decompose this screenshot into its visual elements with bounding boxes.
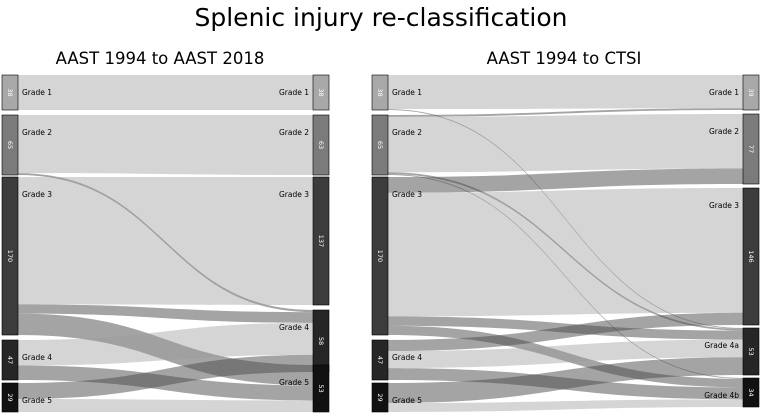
- flow-grade-2-to-grade-4a: [388, 172, 743, 331]
- left-node-grade-5: [371, 382, 389, 413]
- nodes: 38 Grade 1 65 Grade 2 170 Grade 3 47 Grade 4 29 G…: [371, 74, 760, 413]
- right-node-grade-5: [312, 364, 330, 413]
- left-node-label-grade-1: Grade 1: [22, 88, 52, 97]
- flow-grade-5-to-grade-4a: [388, 357, 743, 403]
- flow-grade-4-to-grade-3: [388, 312, 743, 352]
- left-node-grade-2: [371, 114, 389, 176]
- right-node-label-grade-3: Grade 3: [279, 190, 309, 199]
- flow-grade-5-to-grade-5: [18, 399, 313, 412]
- left-node-label-grade-2: Grade 2: [392, 128, 422, 137]
- flows: [18, 75, 313, 412]
- left-node-label-grade-1: Grade 1: [392, 88, 422, 97]
- left-node-grade-4: [371, 339, 389, 381]
- right-node-label-grade-3: Grade 3: [709, 201, 739, 210]
- left-node-grade-1: [371, 74, 389, 111]
- left-node-grade-3: [371, 176, 389, 336]
- flow-grade-2-to-grade-2: [18, 115, 313, 175]
- left-node-value-grade-2: 65: [6, 141, 14, 149]
- left-node-label-grade-5: Grade 5: [22, 396, 52, 405]
- right-node-grade-4b: [742, 377, 760, 408]
- flow-grade-2-to-grade-2: [388, 114, 743, 173]
- left-node-value-grade-3: 170: [6, 250, 14, 262]
- left-node-value-grade-4: 47: [6, 356, 14, 364]
- left-node-value-grade-1: 38: [6, 88, 14, 96]
- right-node-label-grade-5: Grade 5: [279, 378, 309, 387]
- left-node-label-grade-2: Grade 2: [22, 128, 52, 137]
- left-node-value-grade-1: 38: [376, 88, 384, 96]
- left-node-value-grade-5: 29: [376, 393, 384, 401]
- panel-title-aast2018: AAST 1994 to AAST 2018: [56, 49, 265, 68]
- sankey-panel-ctsi: 38 Grade 1 65 Grade 2 170 Grade 3 47 Grade 4 29 G…: [371, 74, 760, 413]
- flow-grade-2-to-grade-1: [388, 108, 743, 117]
- left-node-label-grade-5: Grade 5: [392, 396, 422, 405]
- flow-grade-1-to-grade-1: [388, 75, 743, 110]
- right-node-grade-4a: [742, 327, 760, 376]
- right-node-value-grade-4a: 53: [747, 347, 755, 355]
- right-node-value-grade-3: 146: [747, 250, 755, 262]
- right-node-grade-2: [742, 113, 760, 185]
- left-node-value-grade-4: 47: [376, 356, 384, 364]
- right-node-label-grade-1: Grade 1: [279, 88, 309, 97]
- right-node-value-grade-1: 39: [747, 88, 755, 96]
- flow-grade-3-to-grade-4b: [388, 325, 743, 388]
- flow-grade-4-to-grade-4a: [388, 339, 743, 369]
- flow-grade-2-to-grade-4: [18, 173, 313, 313]
- right-node-grade-3: [312, 176, 330, 306]
- right-node-value-grade-3: 137: [317, 235, 325, 247]
- right-node-label-grade-1: Grade 1: [709, 88, 739, 97]
- flow-grade-3-to-grade-2: [388, 168, 743, 193]
- flow-grade-4-to-grade-4: [18, 322, 313, 366]
- right-node-label-grade-2: Grade 2: [279, 128, 309, 137]
- left-node-grade-5: [1, 382, 19, 413]
- flow-grade-5-to-grade-4b: [388, 399, 743, 412]
- right-node-label-grade-2: Grade 2: [709, 127, 739, 136]
- right-node-value-grade-4: 58: [317, 337, 325, 345]
- left-node-value-grade-3: 170: [376, 250, 384, 262]
- right-node-grade-2: [312, 114, 330, 176]
- nodes: 38 Grade 1 65 Grade 2 170 Grade 3 47 Grade 4 29 G…: [1, 74, 330, 413]
- flow-grade-5-to-grade-4: [18, 354, 313, 399]
- right-node-grade-3: [742, 187, 760, 326]
- flow-grade-3-to-grade-3: [388, 188, 743, 317]
- left-node-label-grade-4: Grade 4: [392, 353, 422, 362]
- flows: [388, 75, 743, 412]
- flow-grade-1-to-grade-1: [18, 75, 313, 110]
- flow-grade-3-to-grade-4: [18, 304, 313, 323]
- figure-title: Splenic injury re-classification: [195, 3, 568, 32]
- left-node-grade-2: [1, 114, 19, 176]
- left-node-grade-1: [1, 74, 19, 111]
- left-node-grade-4: [1, 339, 19, 381]
- right-node-value-grade-1: 38: [317, 88, 325, 96]
- left-node-label-grade-3: Grade 3: [22, 190, 52, 199]
- left-node-label-grade-3: Grade 3: [392, 190, 422, 199]
- right-node-value-grade-5: 53: [317, 384, 325, 392]
- right-node-grade-1: [312, 74, 330, 111]
- left-node-grade-3: [1, 176, 19, 336]
- right-node-label-grade-4a: Grade 4a: [704, 341, 739, 350]
- flow-grade-3-to-grade-3: [18, 177, 313, 305]
- flow-grade-2-to-grade-4b: [388, 174, 743, 379]
- right-node-value-grade-2: 63: [317, 141, 325, 149]
- sankey-panel-aast2018: 38 Grade 1 65 Grade 2 170 Grade 3 47 Grade 4 29 G…: [1, 74, 330, 413]
- panel-title-ctsi: AAST 1994 to CTSI: [487, 49, 642, 68]
- right-node-label-grade-4: Grade 4: [279, 323, 309, 332]
- flow-grade-1-to-grade-4a: [388, 109, 743, 329]
- right-node-value-grade-4b: 34: [747, 388, 755, 396]
- right-node-label-grade-4b: Grade 4b: [704, 391, 739, 400]
- left-node-value-grade-2: 65: [376, 141, 384, 149]
- right-node-value-grade-2: 77: [747, 145, 755, 153]
- left-node-label-grade-4: Grade 4: [22, 353, 52, 362]
- right-node-grade-1: [742, 74, 760, 111]
- left-node-value-grade-5: 29: [6, 393, 14, 401]
